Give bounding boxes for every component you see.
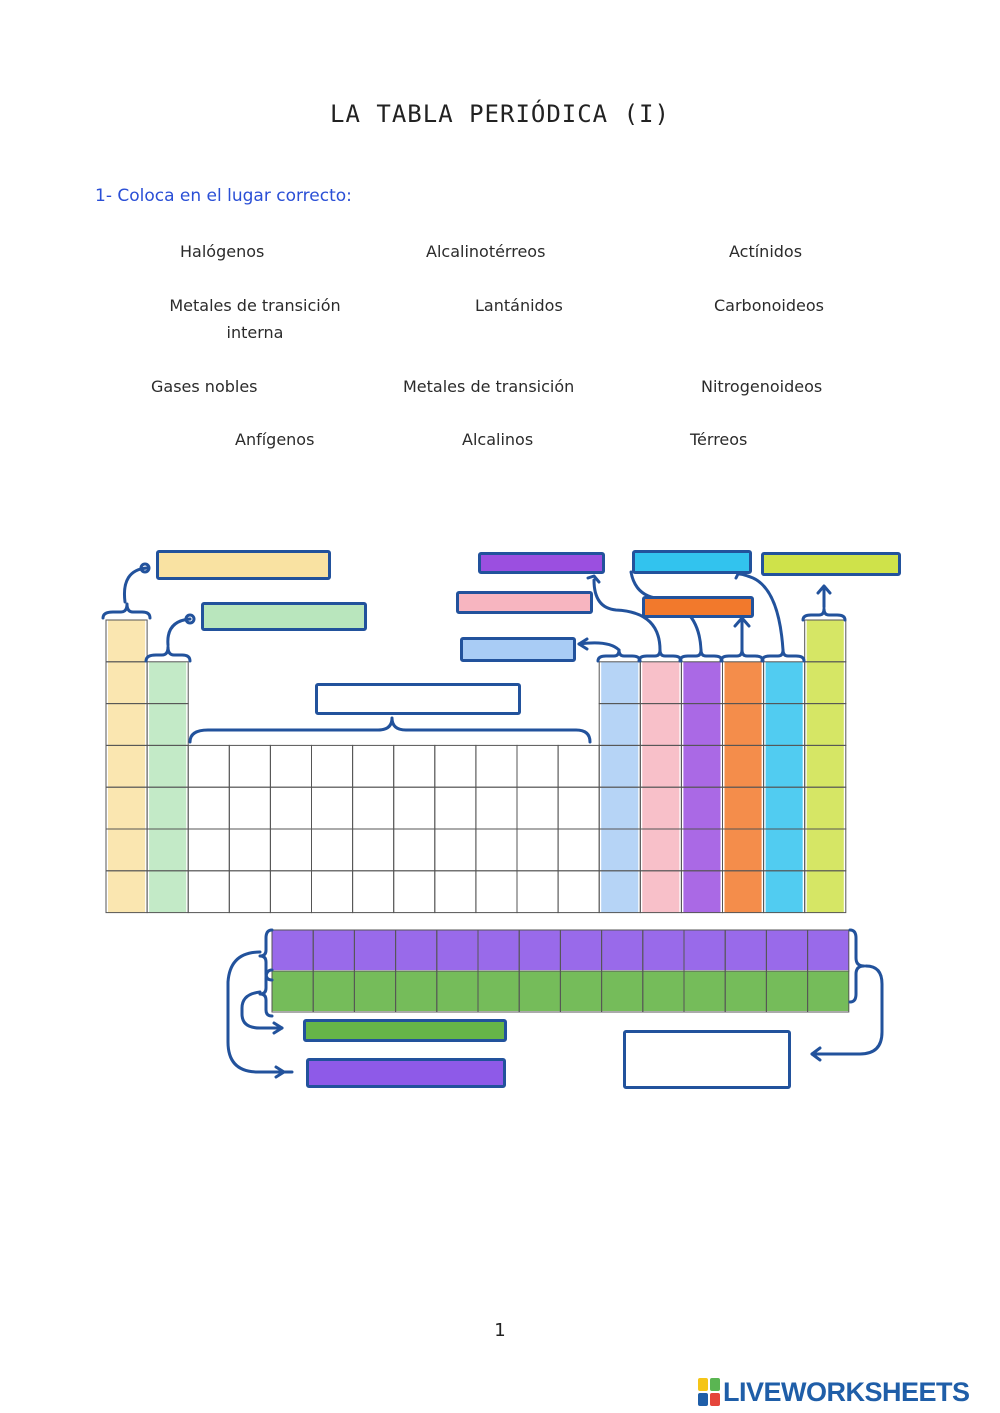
table-cell <box>228 744 271 788</box>
page-title: LA TABLA PERIÓDICA (I) <box>330 100 670 128</box>
answer-box-metales-transicion-interna[interactable] <box>623 1030 791 1089</box>
answer-box-terreos[interactable] <box>460 637 576 662</box>
table-cell <box>516 744 559 788</box>
table-cell <box>393 870 436 914</box>
answer-box-halogenos[interactable] <box>632 550 752 574</box>
answer-box-lantanidos[interactable] <box>306 1058 506 1088</box>
brace-group1 <box>101 602 152 620</box>
table-cell <box>557 744 600 788</box>
table-cell <box>228 786 271 830</box>
term-alcalinoterreos[interactable]: Alcalinotérreos <box>426 242 546 261</box>
brace-group2 <box>144 645 192 663</box>
table-cell <box>187 744 230 788</box>
table-cell <box>352 870 395 914</box>
term-metales-transicion-interna[interactable]: Metales de transición interna <box>169 296 341 342</box>
table-cell <box>516 786 559 830</box>
answer-box-anfigenos[interactable] <box>642 596 754 618</box>
page-number: 1 <box>494 1320 506 1341</box>
table-cell <box>352 744 395 788</box>
table-cell <box>269 744 312 788</box>
answer-box-carbonoideos[interactable] <box>456 591 593 614</box>
term-halogenos[interactable]: Halógenos <box>180 242 265 261</box>
table-cell <box>804 870 847 914</box>
table-cell <box>475 870 518 914</box>
term-nitrogenoideos[interactable]: Nitrogenoideos <box>701 377 823 396</box>
table-cell <box>311 828 354 872</box>
brace-actinides <box>258 968 274 1018</box>
table-cell <box>187 870 230 914</box>
term-alcalinos[interactable]: Alcalinos <box>462 430 534 449</box>
table-cell <box>269 870 312 914</box>
table-cell <box>475 786 518 830</box>
table-cell <box>557 870 600 914</box>
table-cell <box>187 786 230 830</box>
table-cell <box>434 744 477 788</box>
table-cell <box>516 870 559 914</box>
table-cell <box>352 786 395 830</box>
table-cell <box>187 828 230 872</box>
table-cell <box>352 828 395 872</box>
table-cell <box>393 744 436 788</box>
table-cell <box>311 870 354 914</box>
brace-f-block <box>848 928 866 1004</box>
answer-box-alcalinoterreos[interactable] <box>201 602 367 631</box>
table-cell <box>228 828 271 872</box>
column-group-18 <box>806 620 844 913</box>
table-cell <box>475 828 518 872</box>
term-actinidos[interactable]: Actínidos <box>729 242 803 261</box>
table-cell <box>557 828 600 872</box>
table-cell <box>269 828 312 872</box>
answer-box-gases-nobles[interactable] <box>761 552 901 576</box>
table-cell <box>393 786 436 830</box>
answer-box-metales-transicion[interactable] <box>315 683 521 715</box>
answer-box-nitrogenoideos[interactable] <box>478 552 605 574</box>
table-cell <box>393 828 436 872</box>
term-lantanidos[interactable]: Lantánidos <box>475 296 563 315</box>
table-cell <box>807 970 850 1013</box>
term-metales-transicion[interactable]: Metales de transición <box>403 377 575 396</box>
table-cell <box>311 786 354 830</box>
term-terreos[interactable]: Térreos <box>690 430 748 449</box>
brand-icon <box>698 1378 720 1406</box>
table-cell <box>434 828 477 872</box>
table-cell <box>475 744 518 788</box>
table-cell <box>228 870 271 914</box>
brand-name: LIVEWORKSHEETS <box>723 1376 970 1407</box>
column-group-1 <box>108 620 146 913</box>
answer-box-actinidos[interactable] <box>303 1019 507 1042</box>
table-cell <box>434 786 477 830</box>
table-cell <box>434 870 477 914</box>
term-carbonoideos[interactable]: Carbonoideos <box>714 296 824 315</box>
table-cell <box>269 786 312 830</box>
exercise-instruction: 1- Coloca en el lugar correcto: <box>95 186 352 206</box>
connector-group1 <box>122 566 149 604</box>
term-anfigenos[interactable]: Anfígenos <box>235 430 315 449</box>
brand-logo: LIVEWORKSHEETS <box>698 1376 970 1408</box>
brace-transition <box>188 716 592 744</box>
answer-box-alcalinos[interactable] <box>156 550 331 580</box>
table-cell <box>516 828 559 872</box>
term-gases-nobles[interactable]: Gases nobles <box>151 377 258 396</box>
table-cell <box>311 744 354 788</box>
table-cell <box>557 786 600 830</box>
